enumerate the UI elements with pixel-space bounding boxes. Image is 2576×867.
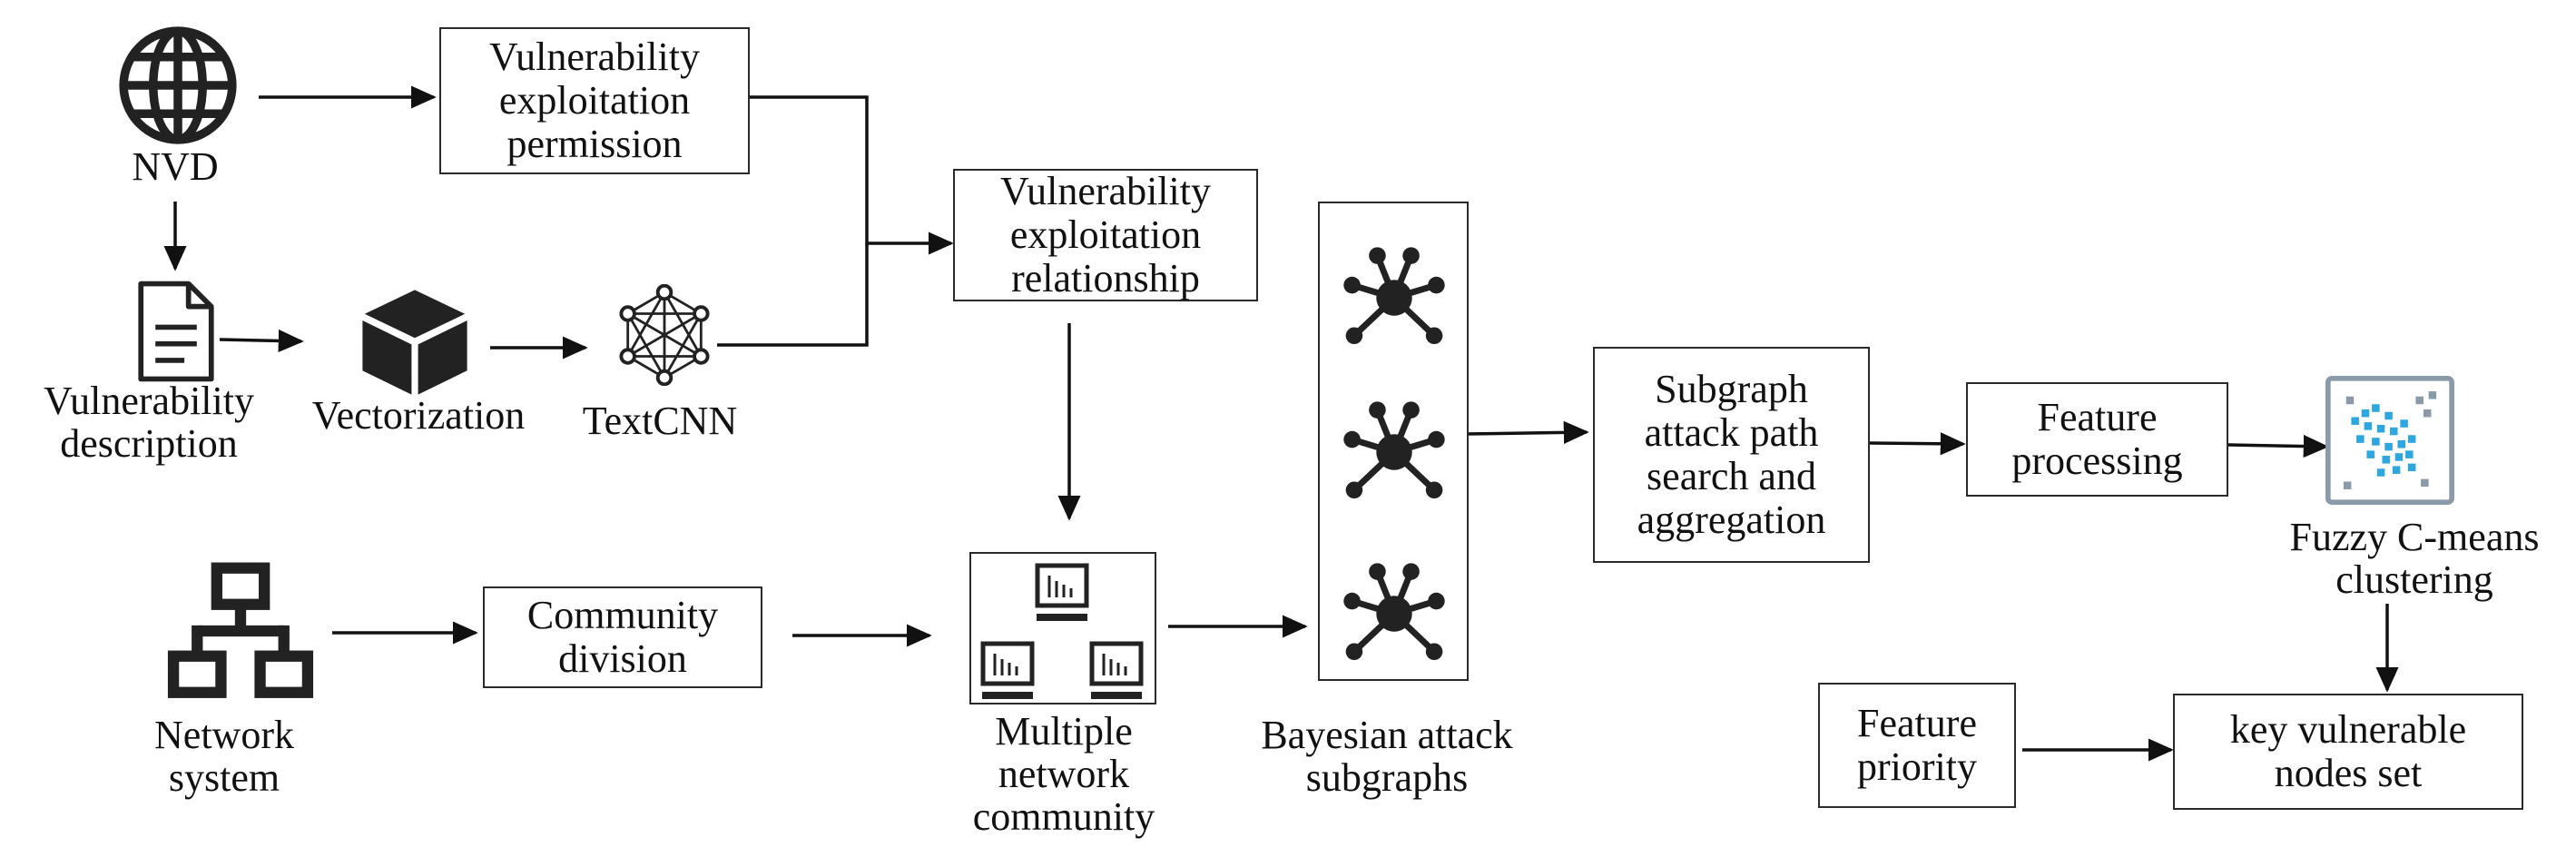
relationship-line-2: exploitation [1009,212,1202,257]
connector-textcnn-merge [717,243,869,347]
feature-priority-box: Feature priority [1818,683,2016,808]
monitor-icon [1089,641,1144,699]
cube-icon [362,290,467,395]
vulnerability-exploitation-relationship-box: Vulnerability exploitation relationship [953,169,1258,301]
feature-processing-line-2: processing [2011,438,2183,483]
neural-network-icon [619,284,710,386]
connector-permission-merge [750,95,869,245]
subgraph-line-2: attack path [1644,410,1819,455]
community-division-line-2: division [558,636,687,681]
community-division-box: Community division [483,586,762,688]
bayesian-line-2: subgraphs [1305,755,1469,800]
description-line-1: Vulnerability [44,379,254,423]
feature-priority-line-1: Feature [1857,701,1977,745]
relationship-line-1: Vulnerability [1000,169,1211,213]
graph-node-icon [1343,401,1445,499]
fuzzy-c-means-label: Fuzzy C-means clustering [2290,516,2540,601]
permission-line-1: Vulnerability [489,34,700,79]
bayesian-attack-subgraphs-label: Bayesian attack subgraphs [1261,714,1512,799]
vectorization-label: Vectorization [311,393,526,438]
multiple-network-community-label: Multiple network community [973,710,1155,838]
network-system-line-1: Network [154,713,294,757]
document-icon [138,281,214,382]
globe-icon [119,26,237,144]
arrow-description-to-vectorization [219,329,304,353]
key-nodes-line-2: nodes set [2274,751,2423,795]
fuzzy-line-2: clustering [2335,557,2493,602]
monitor-icon [1035,563,1089,621]
feature-processing-box: Feature processing [1966,382,2228,497]
multiple-community-line-1: Multiple [995,709,1133,754]
network-topology-icon [167,562,314,698]
vulnerability-exploitation-permission-box: Vulnerability exploitation permission [439,27,750,174]
network-system-label: Network system [154,714,294,799]
monitor-icon [980,641,1035,699]
relationship-line-3: relationship [1011,256,1200,300]
key-vulnerable-nodes-set-box: key vulnerable nodes set [2173,694,2523,810]
arrow-subgraph-to-feature-processing [1869,432,1966,456]
subgraph-line-1: Subgraph [1655,367,1808,411]
feature-processing-line-1: Feature [2037,395,2158,439]
bayesian-line-1: Bayesian attack [1261,713,1513,757]
multiple-network-community-box [969,552,1156,704]
subgraph-search-aggregation-box: Subgraph attack path search and aggregat… [1593,347,1870,563]
multiple-community-line-2: network [998,752,1130,796]
vulnerability-description-label: Vulnerability description [44,379,254,465]
subgraph-line-3: search and [1647,454,1816,498]
graph-node-icon [1343,247,1445,345]
textcnn-label: TextCNN [582,399,738,443]
network-system-line-2: system [168,755,280,800]
arrow-bayesian-to-subgraph [1465,420,1589,444]
graph-node-icon [1343,563,1445,661]
feature-priority-line-2: priority [1857,744,1977,789]
fuzzy-line-1: Fuzzy C-means [2289,515,2540,559]
key-nodes-line-1: key vulnerable [2229,707,2467,752]
subgraph-line-4: aggregation [1637,498,1826,542]
scatter-plot-icon [2325,376,2454,505]
multiple-community-line-3: community [972,794,1155,839]
nvd-label: NVD [132,144,219,189]
permission-line-2: exploitation [498,78,691,123]
arrow-feature-processing-to-fuzzy [2227,434,2329,458]
description-line-2: description [60,421,238,466]
community-division-line-1: Community [526,593,719,637]
permission-line-3: permission [506,122,683,166]
